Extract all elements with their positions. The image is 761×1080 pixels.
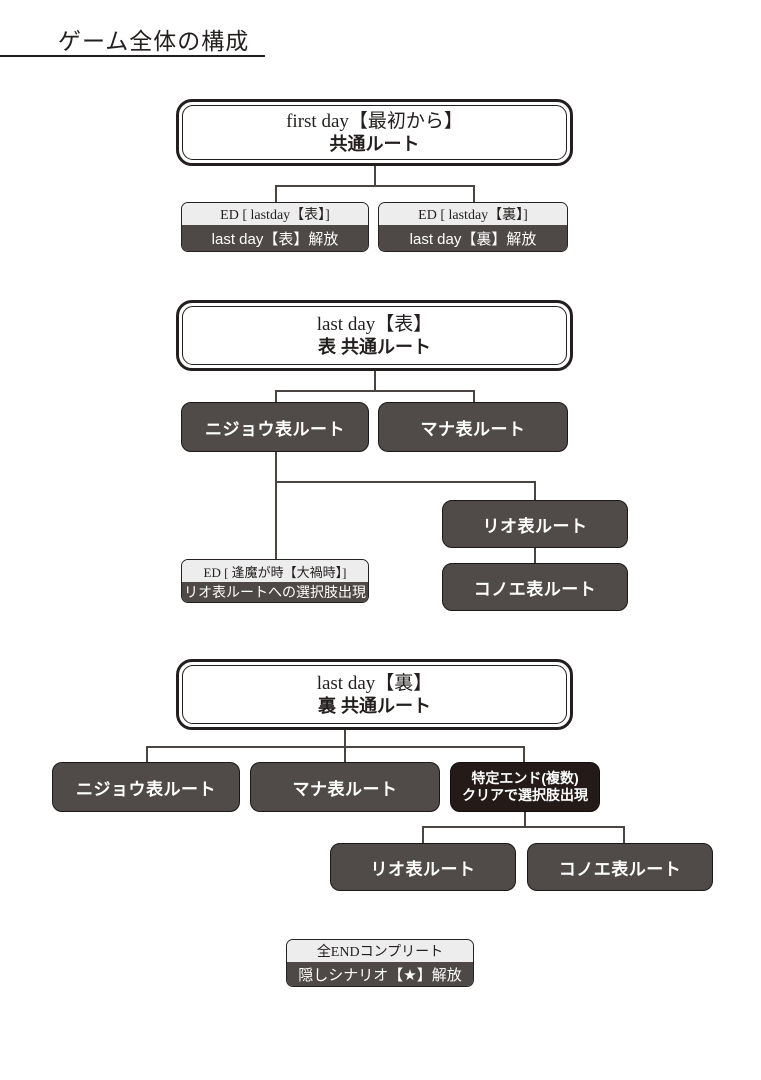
route-box-nijou-omote-2-label: ニジョウ表ルート: [76, 779, 216, 799]
route-box-konoe-omote-2-label: コノエ表ルート: [558, 859, 682, 879]
special-end-condition-line2: クリアで選択肢出現: [462, 787, 588, 803]
ed-box-oumagatoki: ED [ 逢魔が時【大禍時】] リオ表ルートへの選択肢出現: [181, 559, 369, 603]
route-box-mana-omote-1: マナ表ルート: [378, 402, 568, 452]
connector-first-day-bus: [275, 185, 475, 187]
route-box-nijou-omote-1-label: ニジョウ表ルート: [205, 419, 345, 439]
connector-condition-stem: [524, 812, 526, 827]
connector-ura-route-left: [146, 746, 148, 763]
page-title: ゲーム全体の構成: [58, 29, 250, 54]
ed-box-lastday-omote-title: ED [ lastday【表】]: [182, 203, 368, 225]
route-box-special-end-condition: 特定エンド(複数) クリアで選択肢出現: [450, 762, 600, 812]
route-box-rio-omote-1: リオ表ルート: [442, 500, 628, 548]
last-day-ura-header-box: last day【裏】 裏 共通ルート: [176, 659, 573, 730]
connector-first-day-ed-left: [275, 185, 277, 203]
ed-box-all-end-complete: 全ENDコンプリート 隠しシナリオ【★】解放: [286, 939, 474, 987]
ed-box-oumagatoki-title: ED [ 逢魔が時【大禍時】]: [182, 560, 368, 582]
connector-ura-unlock-right: [623, 826, 625, 843]
last-day-omote-header-box: last day【表】 表 共通ルート: [176, 300, 573, 371]
connector-nijou-to-rio: [275, 481, 536, 483]
route-box-mana-omote-2: マナ表ルート: [250, 762, 440, 812]
title-underline: [0, 55, 265, 57]
connector-ura-unlock-bus: [422, 826, 625, 828]
route-box-rio-omote-2-label: リオ表ルート: [370, 859, 476, 879]
ed-box-lastday-omote-unlock: last day【表】解放: [182, 225, 368, 251]
route-box-konoe-omote-1-label: コノエ表ルート: [473, 579, 597, 599]
first-day-title-line1: first day【最初から】: [286, 111, 463, 132]
connector-first-day-stem: [374, 166, 376, 186]
all-end-complete-unlock: 隠しシナリオ【★】解放: [287, 962, 473, 986]
first-day-title-line2: 共通ルート: [329, 134, 420, 154]
title-block: ゲーム全体の構成: [0, 22, 265, 57]
route-box-mana-omote-1-label: マナ表ルート: [420, 419, 526, 439]
last-day-ura-title-line1: last day【裏】: [316, 673, 433, 694]
connector-first-day-ed-right: [473, 185, 475, 203]
first-day-header-box: first day【最初から】 共通ルート: [176, 99, 573, 166]
ed-box-lastday-ura-title: ED [ lastday【裏】]: [379, 203, 567, 225]
connector-ura-route-right: [523, 746, 525, 763]
route-box-konoe-omote-1: コノエ表ルート: [442, 563, 628, 611]
last-day-ura-title-line2: 裏 共通ルート: [317, 696, 431, 716]
last-day-omote-title-line1: last day【表】: [316, 314, 433, 335]
ed-box-lastday-omote: ED [ lastday【表】] last day【表】解放: [181, 202, 369, 252]
ed-box-oumagatoki-unlock: リオ表ルートへの選択肢出現: [182, 582, 368, 602]
connector-omote-route-right: [473, 390, 475, 403]
all-end-complete-title: 全ENDコンプリート: [287, 940, 473, 962]
connector-rio-to-konoe: [534, 548, 536, 563]
connector-omote-route-left: [275, 390, 277, 403]
special-end-condition-line1: 特定エンド(複数): [471, 770, 579, 786]
route-box-nijou-omote-2: ニジョウ表ルート: [52, 762, 240, 812]
route-box-nijou-omote-1: ニジョウ表ルート: [181, 402, 369, 452]
connector-omote-stem: [374, 371, 376, 391]
route-box-konoe-omote-2: コノエ表ルート: [527, 843, 713, 891]
route-box-rio-omote-2: リオ表ルート: [330, 843, 516, 891]
route-box-mana-omote-2-label: マナ表ルート: [292, 779, 398, 799]
connector-omote-bus: [275, 390, 475, 392]
last-day-omote-title-line2: 表 共通ルート: [317, 337, 431, 357]
connector-ura-bus: [146, 746, 525, 748]
route-box-rio-omote-1-label: リオ表ルート: [482, 516, 588, 536]
ed-box-lastday-ura: ED [ lastday【裏】] last day【裏】解放: [378, 202, 568, 252]
connector-nijou-down: [275, 452, 277, 559]
connector-ura-unlock-left: [422, 826, 424, 843]
connector-rio-stem: [534, 481, 536, 500]
ed-box-lastday-ura-unlock: last day【裏】解放: [379, 225, 567, 251]
